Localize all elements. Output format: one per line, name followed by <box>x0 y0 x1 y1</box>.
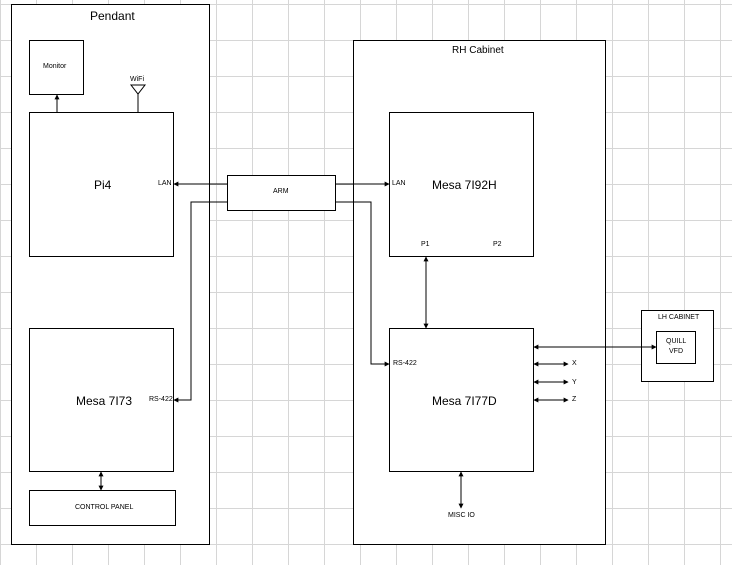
mesa-7i77d-label: Mesa 7I77D <box>432 394 497 408</box>
mesa-7i92h-label: Mesa 7I92H <box>432 178 497 192</box>
control-panel-label: CONTROL PANEL <box>75 504 134 511</box>
mesa-7i92h-p1-port-label: P1 <box>421 241 430 248</box>
quill-vfd-label-line1: QUILL <box>666 338 687 345</box>
mesa-7i92h-p2-port-label: P2 <box>493 241 502 248</box>
mesa-7i73-label: Mesa 7I73 <box>76 394 133 408</box>
mesa-7i77d-rs422-port-label: RS-422 <box>393 360 417 367</box>
lh-cabinet-title: LH CABINET <box>658 314 700 321</box>
z-axis-output-label: Z <box>572 396 577 403</box>
pi4-label: Pi4 <box>94 178 112 192</box>
wifi-label: WiFi <box>130 76 144 83</box>
mesa-7i92h-block[interactable] <box>389 112 534 257</box>
pi4-block[interactable] <box>29 112 174 257</box>
misc-io-label: MISC IO <box>448 512 475 519</box>
pi4-lan-port-label: LAN <box>158 180 172 187</box>
mesa-7i73-block[interactable] <box>29 328 174 472</box>
rh-cabinet-title: RH Cabinet <box>452 45 504 56</box>
wifi-antenna-icon <box>129 84 147 95</box>
mesa-7i92h-lan-port-label: LAN <box>392 180 406 187</box>
y-axis-output-label: Y <box>572 379 577 386</box>
arm-to-mesa-7i77d-rs422-connector <box>336 201 390 367</box>
mesa-7i73-rs422-port-label: RS-422 <box>149 396 173 403</box>
monitor-label: Monitor <box>43 63 67 70</box>
quill-vfd-label-line2: VFD <box>669 348 683 355</box>
arm-label: ARM <box>273 188 289 195</box>
mesa-7i77d-block[interactable] <box>389 328 534 472</box>
x-axis-output-label: X <box>572 360 577 367</box>
arm-block[interactable] <box>227 175 336 211</box>
pendant-title: Pendant <box>90 9 135 23</box>
mesa-7i73-rs422-to-arm-connector <box>173 201 227 403</box>
